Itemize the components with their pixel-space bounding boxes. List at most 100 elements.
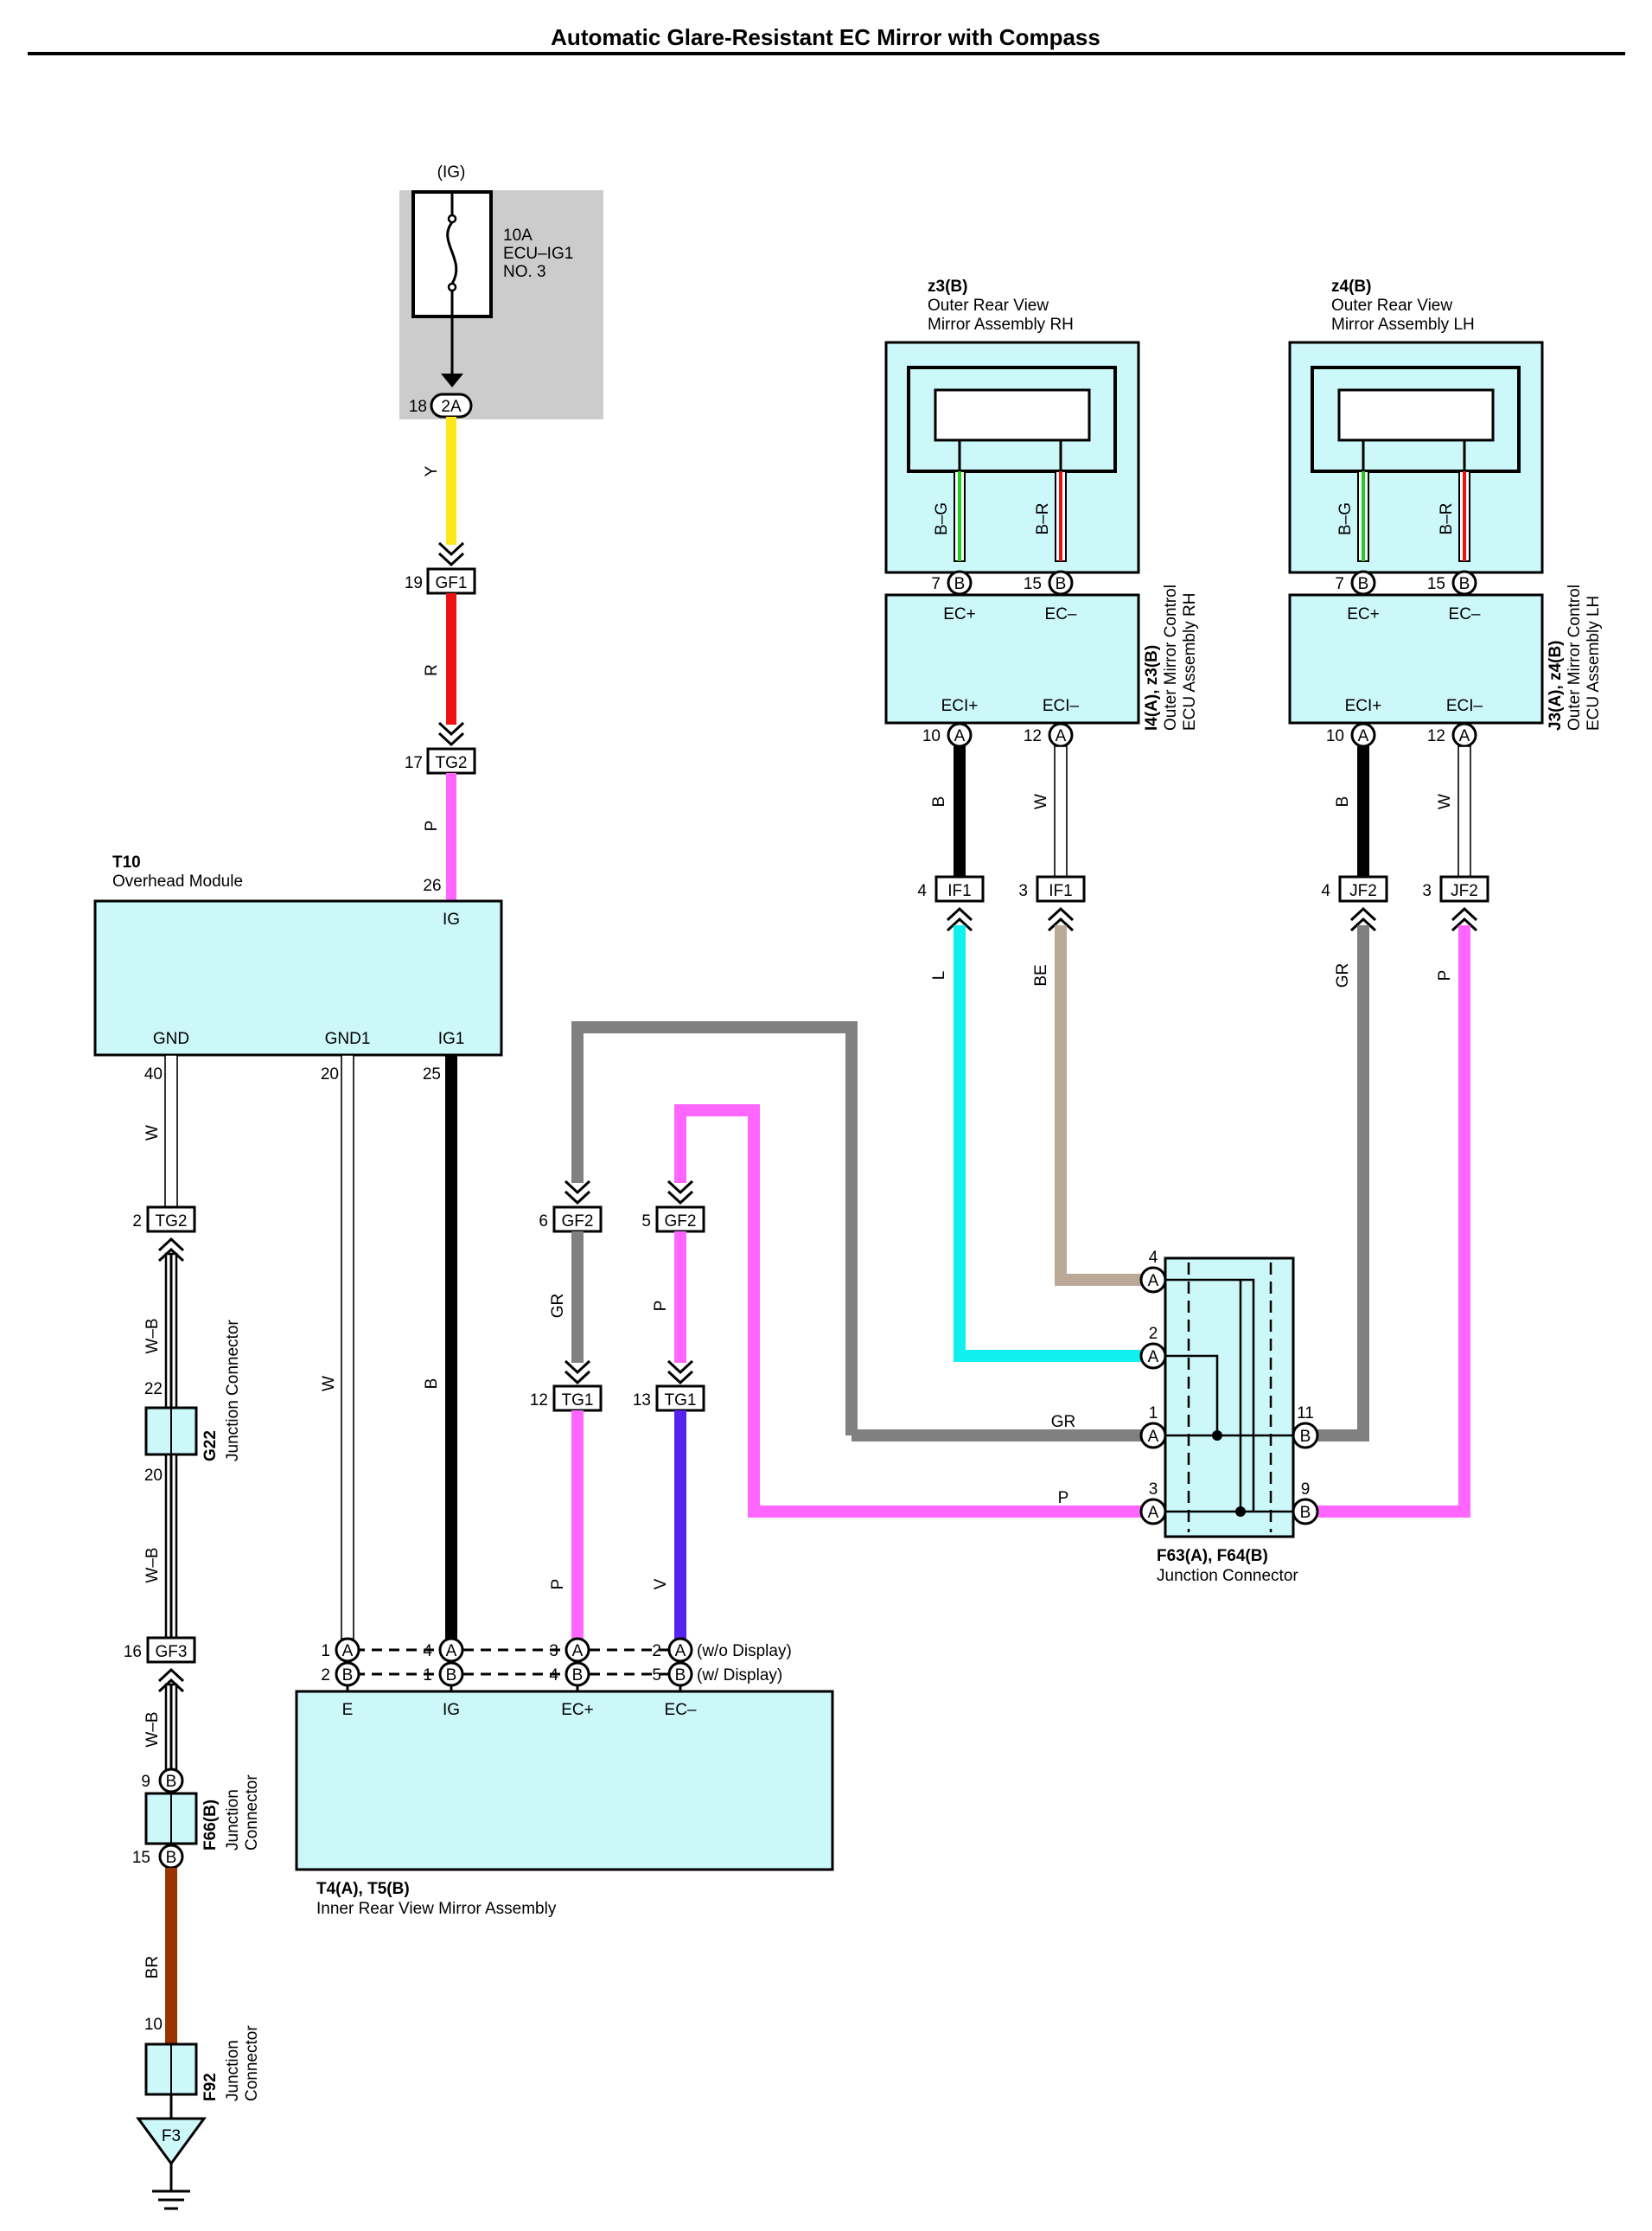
wire-w-rh bbox=[1054, 745, 1068, 878]
page-title: Automatic Glare-Resistant EC Mirror with… bbox=[551, 24, 1100, 50]
wire-label-wb-3: W–B bbox=[144, 1711, 162, 1747]
junction-pin9: 9 bbox=[1301, 1480, 1311, 1499]
wire-label-p-ecplus: P bbox=[549, 1579, 567, 1590]
connector-if1-a-label: IF1 bbox=[947, 882, 971, 900]
ecu-lh-name-1: Outer Mirror Control bbox=[1566, 585, 1584, 731]
connector-jf2-b bbox=[1439, 875, 1489, 903]
inner-b-pin-ecminus: 5 bbox=[652, 1666, 661, 1684]
wire-label-w-gnd: W bbox=[144, 1125, 162, 1141]
junction-pin11: 11 bbox=[1297, 1404, 1314, 1422]
ground-icon bbox=[136, 2117, 207, 2166]
ecu-lh-pin10: 10 bbox=[1326, 727, 1344, 745]
f66-pin-bottom-letter: B bbox=[166, 1849, 177, 1867]
connector-if1-b bbox=[1036, 875, 1086, 903]
inner-a-pin-e: 1 bbox=[321, 1642, 330, 1660]
connector-if1-a bbox=[934, 875, 985, 903]
connector-tg2-top bbox=[426, 747, 476, 775]
wire-label-wb-1: W–B bbox=[144, 1318, 162, 1353]
wire-be bbox=[1055, 925, 1142, 1286]
mirror-rh-name-2: Mirror Assembly RH bbox=[928, 316, 1074, 334]
fuse-icon bbox=[446, 221, 458, 284]
ecu-rh-pin10: 10 bbox=[922, 727, 941, 745]
ecu-rh-pin10-letter: A bbox=[954, 727, 966, 745]
connector-gf1-pin: 19 bbox=[405, 574, 423, 592]
wire-label-br: BR bbox=[144, 1956, 162, 1978]
inner-b-letter-ecminus: B bbox=[675, 1666, 686, 1684]
mirror-rh-pin15: 15 bbox=[1024, 575, 1042, 593]
mirror-rh-pin7-letter: B bbox=[954, 575, 966, 593]
ecu-lh-pin12-letter: A bbox=[1459, 727, 1470, 745]
wire-label-gr-down: GR bbox=[549, 1294, 567, 1319]
inner-mirror-connectors: A A A A B B B B 1 4 3 2 2 1 4 5 (w/o Dis… bbox=[321, 1637, 792, 1691]
ecu-rh-name-2: ECU Assembly RH bbox=[1181, 593, 1199, 731]
junction-f63-id: F63(A), F64(B) bbox=[1157, 1547, 1268, 1565]
junction-pin1-letter: A bbox=[1148, 1428, 1159, 1446]
connector-gf2-a-pin: 6 bbox=[539, 1212, 548, 1231]
fuse-number: NO. 3 bbox=[503, 263, 546, 281]
connector-jf2-a bbox=[1338, 875, 1388, 903]
wire-label-p-junction: P bbox=[1058, 1489, 1069, 1507]
f92-name-2: Connector bbox=[243, 2025, 261, 2101]
overhead-term-gnd1: GND1 bbox=[325, 1030, 371, 1048]
inner-b-pin-ig: 1 bbox=[423, 1666, 432, 1684]
wire-label-v: V bbox=[652, 1578, 670, 1589]
f66-id: F66(B) bbox=[201, 1800, 220, 1851]
connector-tg1-a bbox=[552, 1384, 603, 1412]
wire-label-bg-rh: B–G bbox=[933, 502, 951, 535]
inner-a-letter-ig: A bbox=[446, 1642, 457, 1660]
outer-mirror-assembly-lh bbox=[1288, 341, 1544, 574]
wire-label-w-gnd1: W bbox=[320, 1376, 338, 1391]
inner-rear-view-mirror-assembly bbox=[295, 1690, 834, 1871]
ecu-rh-id: I4(A), z3(B) bbox=[1143, 645, 1161, 731]
inner-a-pin-ig: 4 bbox=[423, 1642, 432, 1660]
inner-b-letter-e: B bbox=[342, 1666, 354, 1684]
connector-tg2-top-pin: 17 bbox=[405, 754, 423, 772]
connector-tg2-low-label: TG2 bbox=[156, 1212, 188, 1231]
connector-tg1-a-pin: 12 bbox=[530, 1391, 548, 1410]
mirror-lh-pin15: 15 bbox=[1427, 575, 1445, 593]
ground-branch: W TG2 2 W–B 22 G22 Junction Connector 20… bbox=[124, 1054, 261, 2210]
connector-gf3 bbox=[146, 1636, 196, 1664]
mirror-rh-id: z3(B) bbox=[928, 278, 967, 296]
overhead-pin-gnd: 40 bbox=[144, 1065, 163, 1084]
wire-w-gnd1 bbox=[341, 1054, 354, 1640]
f66-name-2: Connector bbox=[243, 1774, 261, 1851]
mirror-lh-name-1: Outer Rear View bbox=[1331, 297, 1452, 315]
mirror-rh-pin7: 7 bbox=[931, 575, 941, 593]
ecu-lh-term-ecplus: EC+ bbox=[1347, 605, 1380, 623]
connector-gf2-a-label: GF2 bbox=[562, 1212, 594, 1231]
wire-p-lh bbox=[1317, 925, 1470, 1518]
connector-gf1-label: GF1 bbox=[436, 574, 468, 592]
wire-label-l: L bbox=[930, 971, 948, 981]
ecu-rh-term-eciminus: ECI– bbox=[1043, 697, 1080, 715]
ground-label: F3 bbox=[162, 2127, 181, 2145]
wire-label-wb-2: W–B bbox=[144, 1547, 162, 1582]
inner-b-pin-ecplus: 4 bbox=[549, 1666, 558, 1684]
inner-term-e: E bbox=[342, 1701, 354, 1719]
wire-label-p-ig: P bbox=[423, 821, 441, 832]
f92-name-1: Junction bbox=[224, 2040, 242, 2101]
overhead-pin-ig: 26 bbox=[423, 877, 441, 895]
terminal-2a-label: 2A bbox=[441, 398, 462, 416]
inner-row-b-note: (w/ Display) bbox=[697, 1666, 782, 1684]
connector-tg2-low bbox=[146, 1205, 196, 1233]
wire-label-bg-lh: B–G bbox=[1336, 502, 1355, 535]
junction-pin9-letter: B bbox=[1300, 1504, 1311, 1522]
inner-a-pin-ecminus: 2 bbox=[652, 1642, 661, 1660]
junction-connector-f63-f64 bbox=[1164, 1256, 1295, 1538]
wire-label-b-lh: B bbox=[1334, 796, 1352, 808]
wire-label-br-lh: B–R bbox=[1438, 503, 1456, 535]
wire-label-br-rh: B–R bbox=[1034, 503, 1052, 535]
junction-pin4: 4 bbox=[1149, 1249, 1158, 1267]
overhead-module-name: Overhead Module bbox=[112, 873, 243, 891]
inner-a-pin-ecplus: 3 bbox=[549, 1642, 558, 1660]
inner-a-letter-e: A bbox=[342, 1642, 354, 1660]
ecu-rh-term-ecplus: EC+ bbox=[943, 605, 976, 623]
ecu-rh-term-ecminus: EC– bbox=[1045, 605, 1077, 623]
terminal-2a-pin: 18 bbox=[409, 398, 427, 416]
outer-mirror-assembly-rh bbox=[884, 341, 1140, 574]
wire-p-loop bbox=[674, 1104, 1155, 1518]
inner-term-ecplus: EC+ bbox=[561, 1701, 594, 1719]
wire-gr-lh bbox=[1317, 925, 1369, 1442]
ecu-rh-name-1: Outer Mirror Control bbox=[1162, 585, 1180, 731]
